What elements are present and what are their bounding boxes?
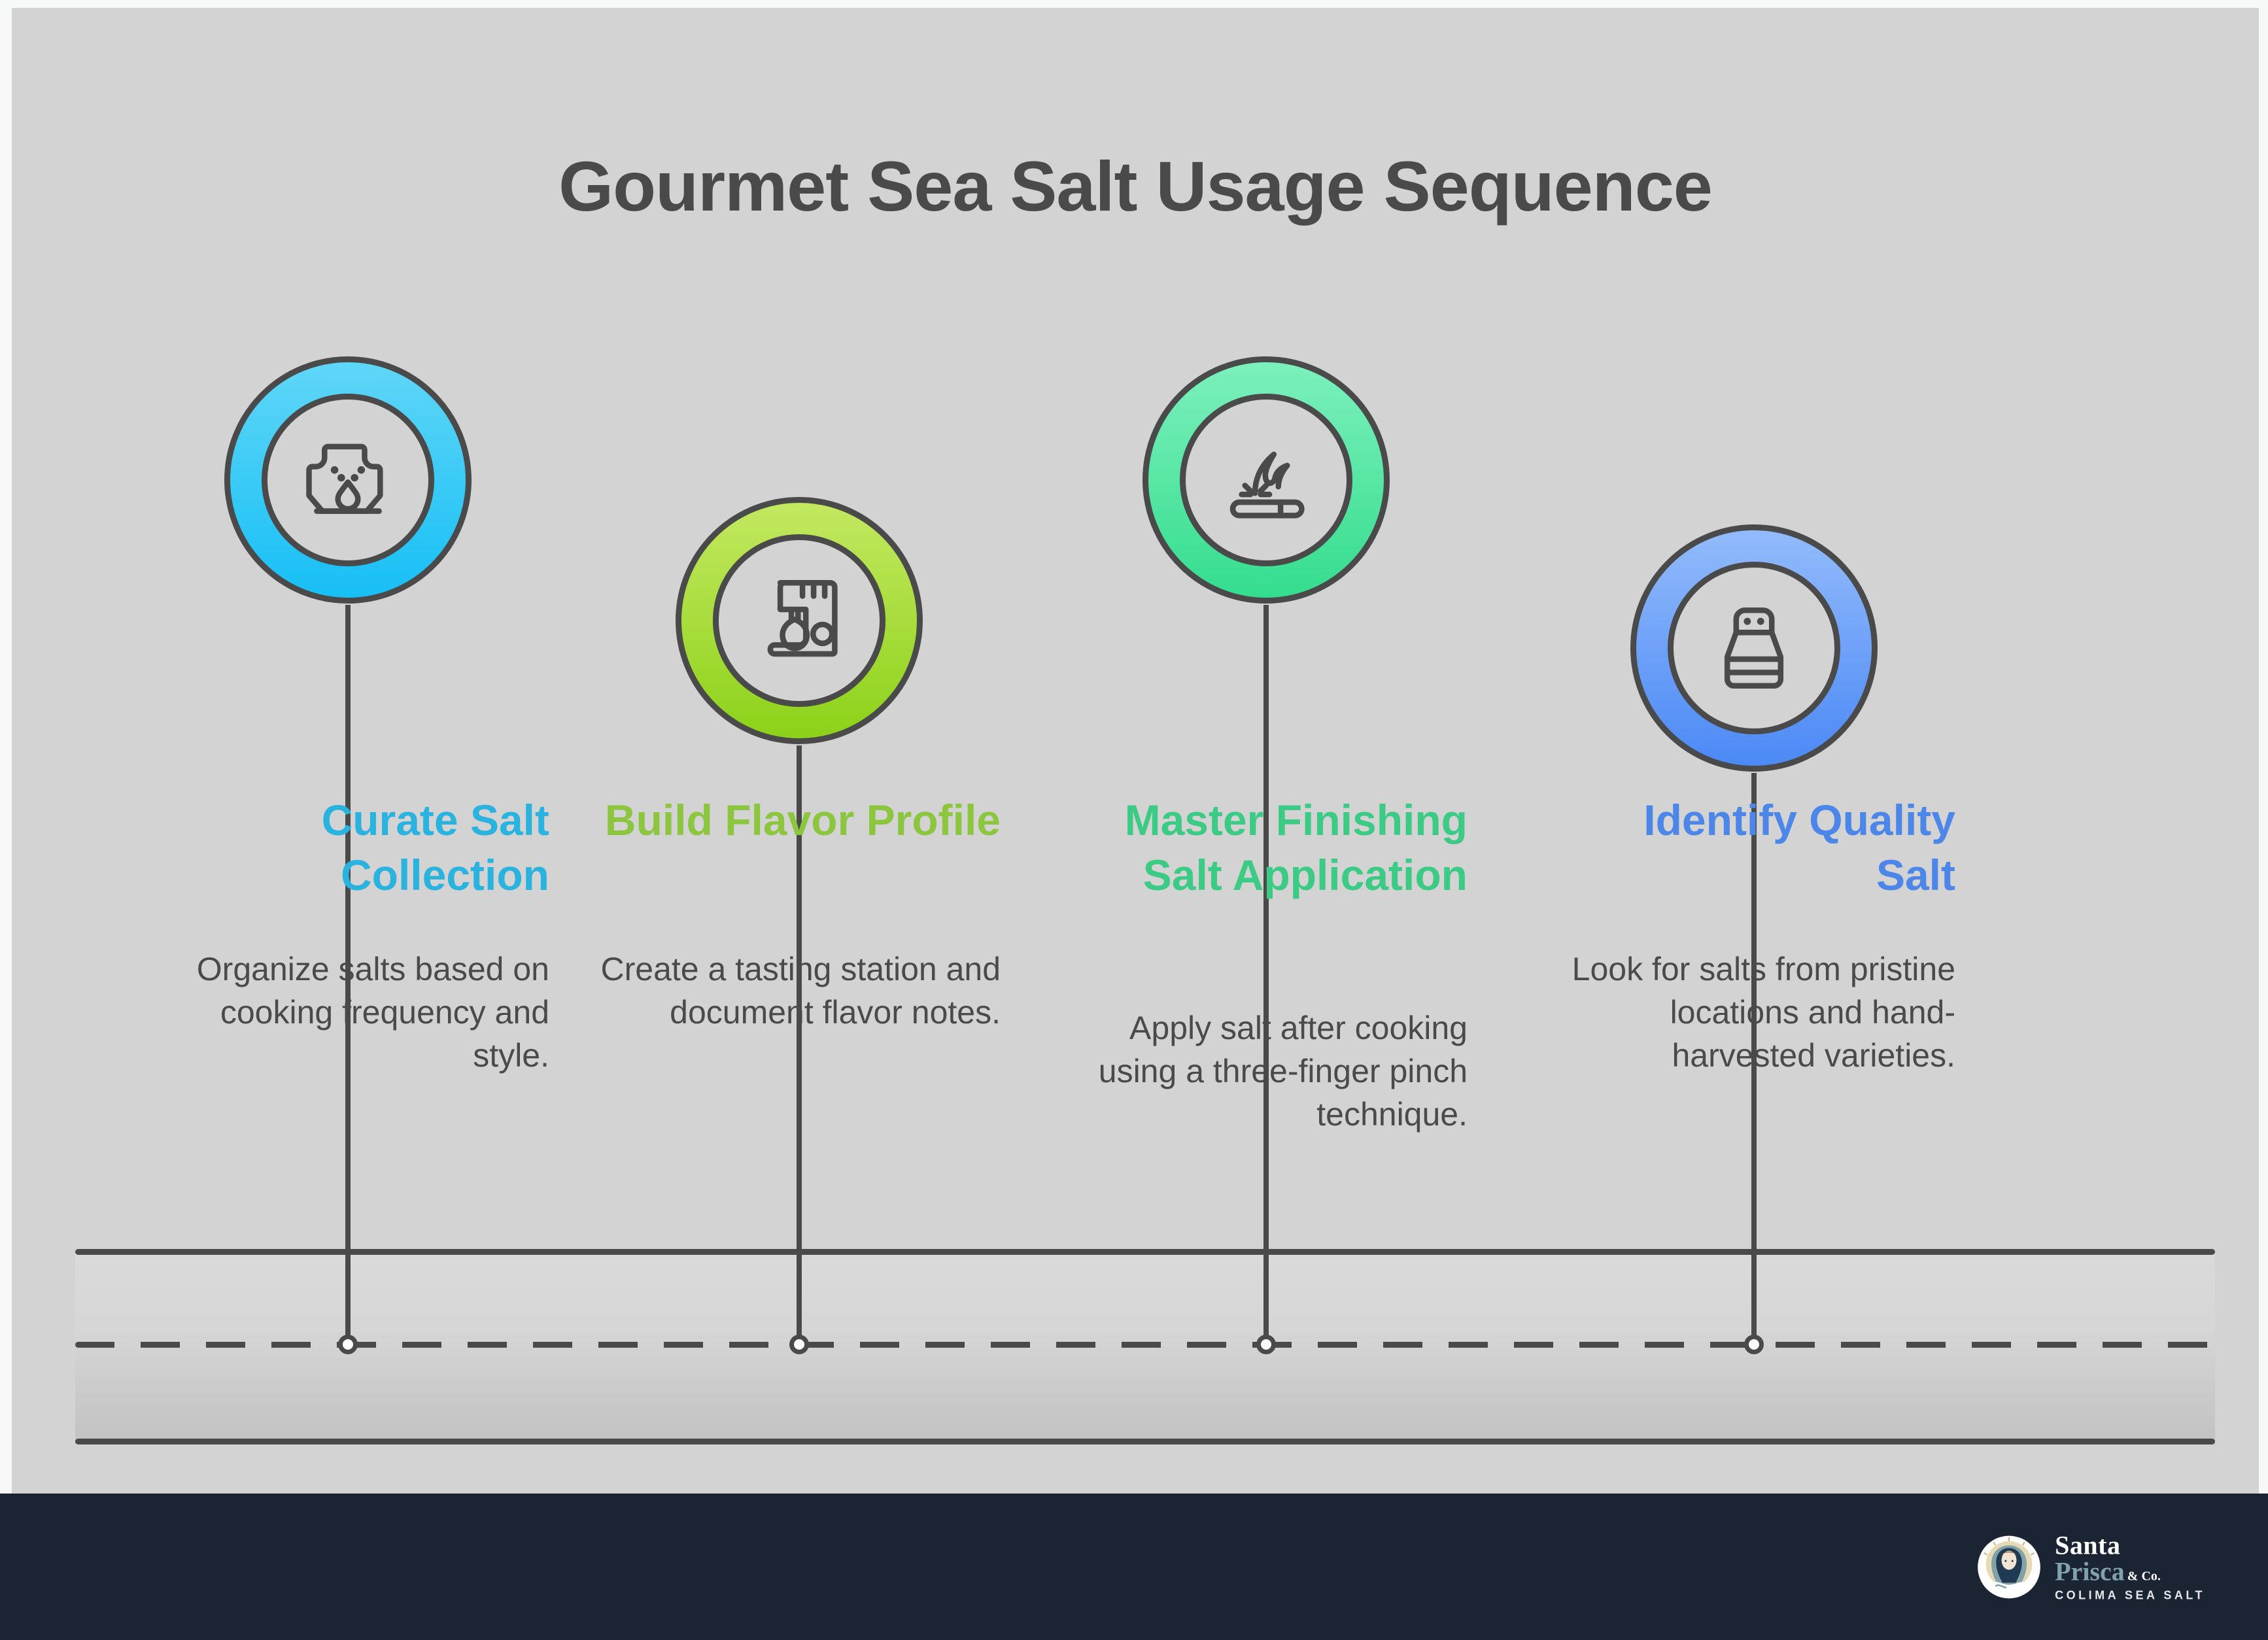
step-2-description: Create a tasting station and document fl…	[600, 951, 1001, 1031]
step-1-heading: Curate Salt Collection	[321, 796, 549, 900]
step-2-connector	[797, 745, 802, 1342]
brand-name-line2: Prisca	[2055, 1556, 2125, 1586]
step-1-connector	[345, 605, 351, 1342]
brand-suffix: & Co.	[2127, 1569, 2161, 1584]
step-3-ring	[1143, 356, 1390, 604]
road-bottom-edge	[75, 1439, 2215, 1444]
brand-name-line1: Santa	[2055, 1530, 2121, 1560]
step-2-badge[interactable]	[676, 497, 923, 744]
brand-tagline: COLIMA SEA SALT	[2055, 1588, 2205, 1602]
step-2-heading: Build Flavor Profile	[604, 796, 1001, 844]
step-1-badge[interactable]	[224, 356, 472, 604]
salt-pond-icon	[306, 443, 383, 514]
step-1-icon-well	[262, 394, 434, 566]
brand-name-line2-row: Prisca & Co.	[2055, 1556, 2205, 1586]
step-1-ring	[224, 356, 472, 604]
salt-shaker-icon	[1724, 607, 1784, 689]
step-2-icon-well	[713, 534, 885, 707]
step-4-badge[interactable]	[1630, 524, 1878, 772]
step-4-heading: Identify Quality Salt	[1643, 796, 1955, 900]
step-4-connector	[1751, 773, 1757, 1342]
step-3-icon-well	[1180, 394, 1352, 566]
footer-bar: Santa Prisca & Co. COLIMA SEA SALT	[0, 1494, 2268, 1640]
step-3-heading: Master Finishing Salt Application	[1124, 796, 1468, 900]
road-center-dashes	[75, 1342, 2215, 1348]
step-3-description: Apply salt after cooking using a three-f…	[1098, 1010, 1468, 1133]
sizzling-griddle-icon	[1229, 451, 1305, 519]
stand-mixer-icon	[767, 579, 838, 657]
brand-wordmark: Santa Prisca & Co. COLIMA SEA SALT	[2055, 1530, 2205, 1602]
santa-prisca-emblem-icon	[1978, 1535, 2041, 1598]
road-top-edge	[75, 1249, 2215, 1255]
step-3-node-marker[interactable]	[1256, 1335, 1276, 1354]
step-1-node-marker[interactable]	[338, 1335, 358, 1354]
step-3-badge[interactable]	[1143, 356, 1390, 604]
step-4-node-marker[interactable]	[1744, 1335, 1764, 1354]
page-title: Gourmet Sea Salt Usage Sequence	[558, 146, 1713, 226]
step-3-connector	[1263, 605, 1269, 1342]
brand-logo[interactable]: Santa Prisca & Co. COLIMA SEA SALT	[1975, 1530, 2205, 1602]
step-2-node-marker[interactable]	[789, 1335, 809, 1354]
infographic-canvas: Gourmet Sea Salt Usage Sequence	[12, 8, 2259, 1494]
step-4-icon-well	[1668, 562, 1840, 734]
step-4-description: Look for salts from pristine locations a…	[1572, 951, 1955, 1074]
step-1-description: Organize salts based on cooking frequenc…	[196, 951, 549, 1074]
step-2-ring	[676, 497, 923, 744]
step-4-ring	[1630, 524, 1878, 772]
